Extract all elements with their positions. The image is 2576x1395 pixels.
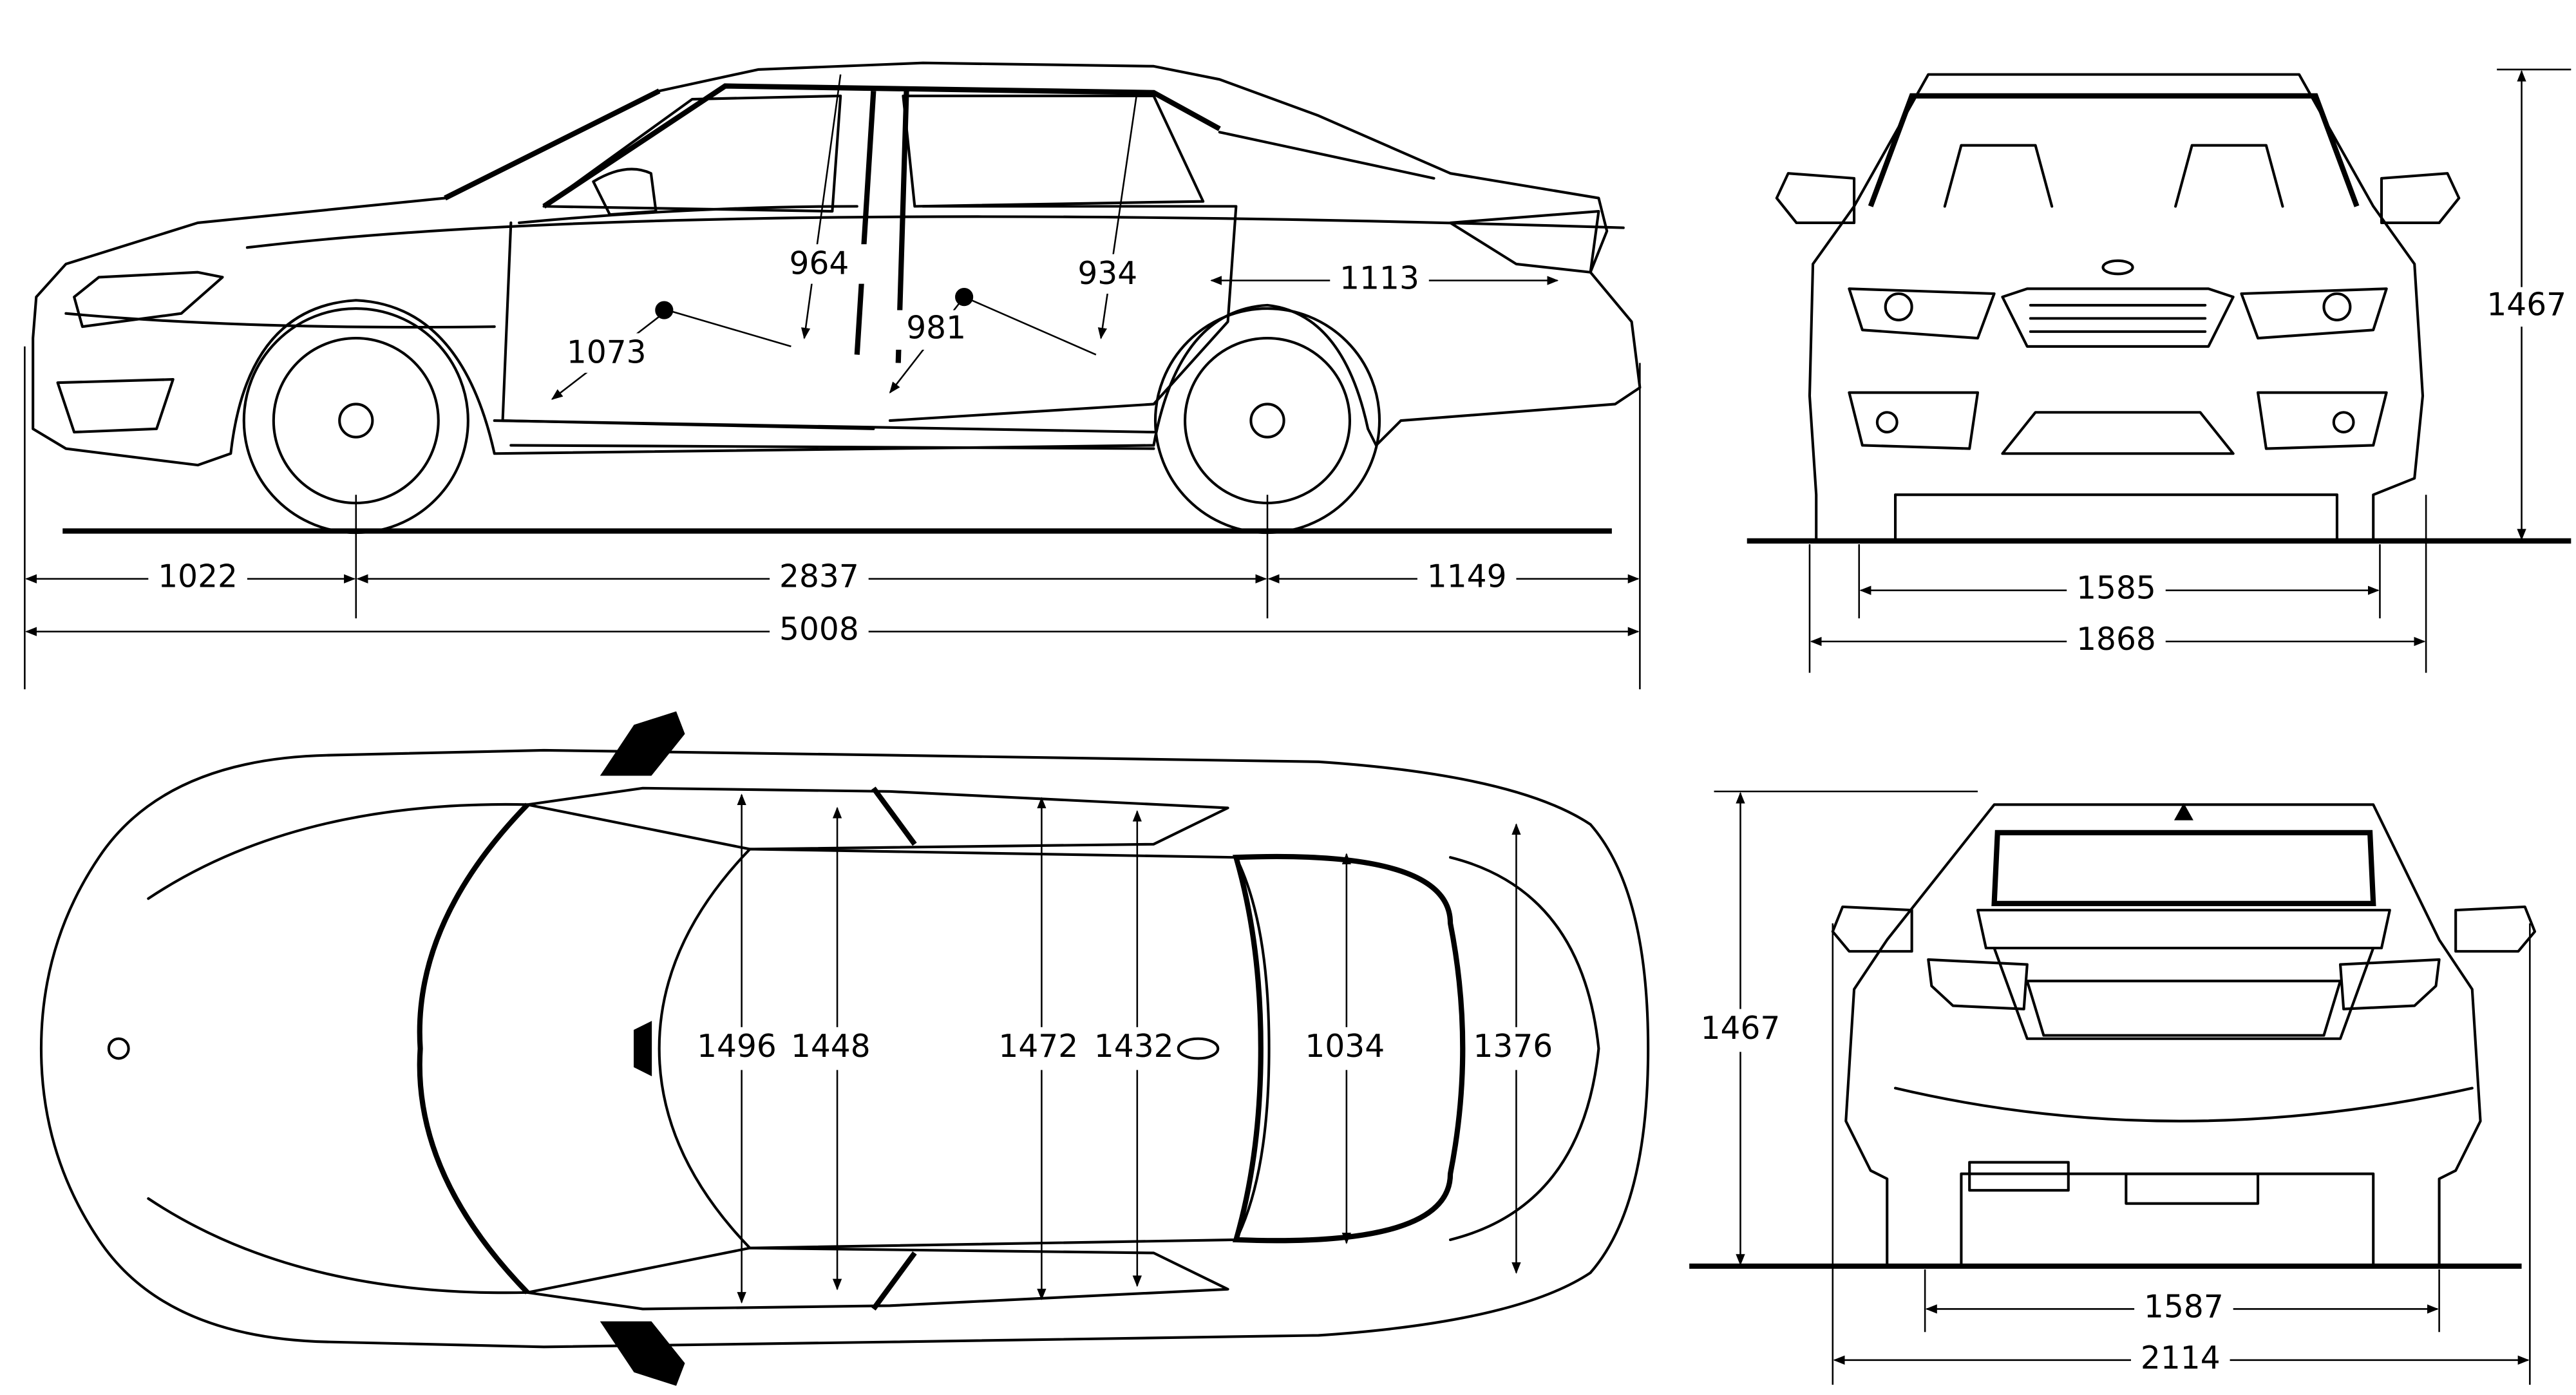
side-beltline [64, 215, 1625, 329]
label-headroom-front: 964 [790, 245, 849, 281]
side-windows [542, 94, 1435, 213]
front-headlamps [1848, 287, 2388, 340]
top-side-glass [526, 786, 1229, 1311]
label-legroom-rear: 981 [906, 310, 966, 346]
rear-badge [2174, 802, 2193, 821]
front-grille [2001, 287, 2235, 348]
front-fog-lamps [1848, 391, 2388, 450]
front-mirrors [1775, 172, 2461, 225]
label-overall-length: 5008 [779, 612, 859, 648]
side-taillamp [1449, 209, 1600, 274]
top-pillars [871, 786, 917, 1311]
label-front-height: 1467 [2486, 287, 2566, 323]
side-extension-lines [24, 346, 1641, 690]
top-windshield [417, 802, 529, 1295]
label-rear-track: 1587 [2144, 1289, 2224, 1325]
rear-bumper [1894, 1087, 2474, 1205]
rear-window [1991, 830, 2376, 906]
label-headroom-rear: 934 [1077, 256, 1137, 292]
top-roof-badge [1177, 1037, 1220, 1060]
label-trunk-length: 1113 [1340, 261, 1419, 297]
label-front-elbow: 1448 [791, 1029, 871, 1065]
side-view: 964 934 1113 1073 981 1022 2837 1149 500… [24, 61, 1642, 690]
front-windshield [1868, 93, 2360, 207]
label-rear-height: 1467 [1701, 1011, 1781, 1047]
label-rear-elbow: 1432 [1094, 1029, 1174, 1065]
top-rear-window [1233, 853, 1466, 1244]
front-lower-intake [2001, 411, 2235, 455]
top-trunk-lid [1449, 856, 1600, 1242]
rear-body-outline [1844, 803, 2482, 1267]
label-trunk-opening: 1034 [1305, 1029, 1385, 1065]
top-mirrors [600, 711, 685, 1386]
front-view: 1467 1585 1868 [1747, 68, 2573, 673]
top-view: 1496 1448 1472 1432 1034 1376 [39, 711, 1650, 1386]
label-front-track: 1585 [2076, 571, 2156, 607]
top-body-outline [39, 748, 1650, 1349]
front-body-outline [1808, 73, 2425, 542]
label-wheelbase: 2837 [779, 559, 859, 595]
side-doors [501, 205, 1238, 430]
label-front-shoulder: 1496 [697, 1029, 777, 1065]
side-roofline [444, 83, 1221, 209]
label-rear-shoulder: 1472 [998, 1029, 1078, 1065]
front-badge [2101, 259, 2134, 276]
front-seats [1943, 144, 2284, 208]
label-width-mirrors: 2114 [2141, 1340, 2221, 1376]
label-width: 1868 [2076, 622, 2156, 658]
side-rocker [493, 419, 1155, 450]
label-front-overhang: 1022 [158, 559, 238, 595]
top-hood-badge [107, 1037, 130, 1060]
label-trunk-width: 1376 [1473, 1029, 1553, 1065]
side-headlamp [73, 270, 224, 328]
side-fog-lamp [56, 378, 175, 434]
rear-taillamps [1927, 958, 2441, 1011]
rear-mirrors [1831, 905, 2537, 953]
top-antenna [634, 1021, 652, 1077]
label-rear-overhang: 1149 [1427, 559, 1507, 595]
top-hood-lines [147, 802, 529, 1295]
side-mirror [592, 167, 658, 216]
rear-view: 1467 1587 2114 [1689, 790, 2537, 1385]
rear-trunk-lid [1976, 909, 2391, 1040]
label-legroom-front: 1073 [567, 335, 647, 371]
